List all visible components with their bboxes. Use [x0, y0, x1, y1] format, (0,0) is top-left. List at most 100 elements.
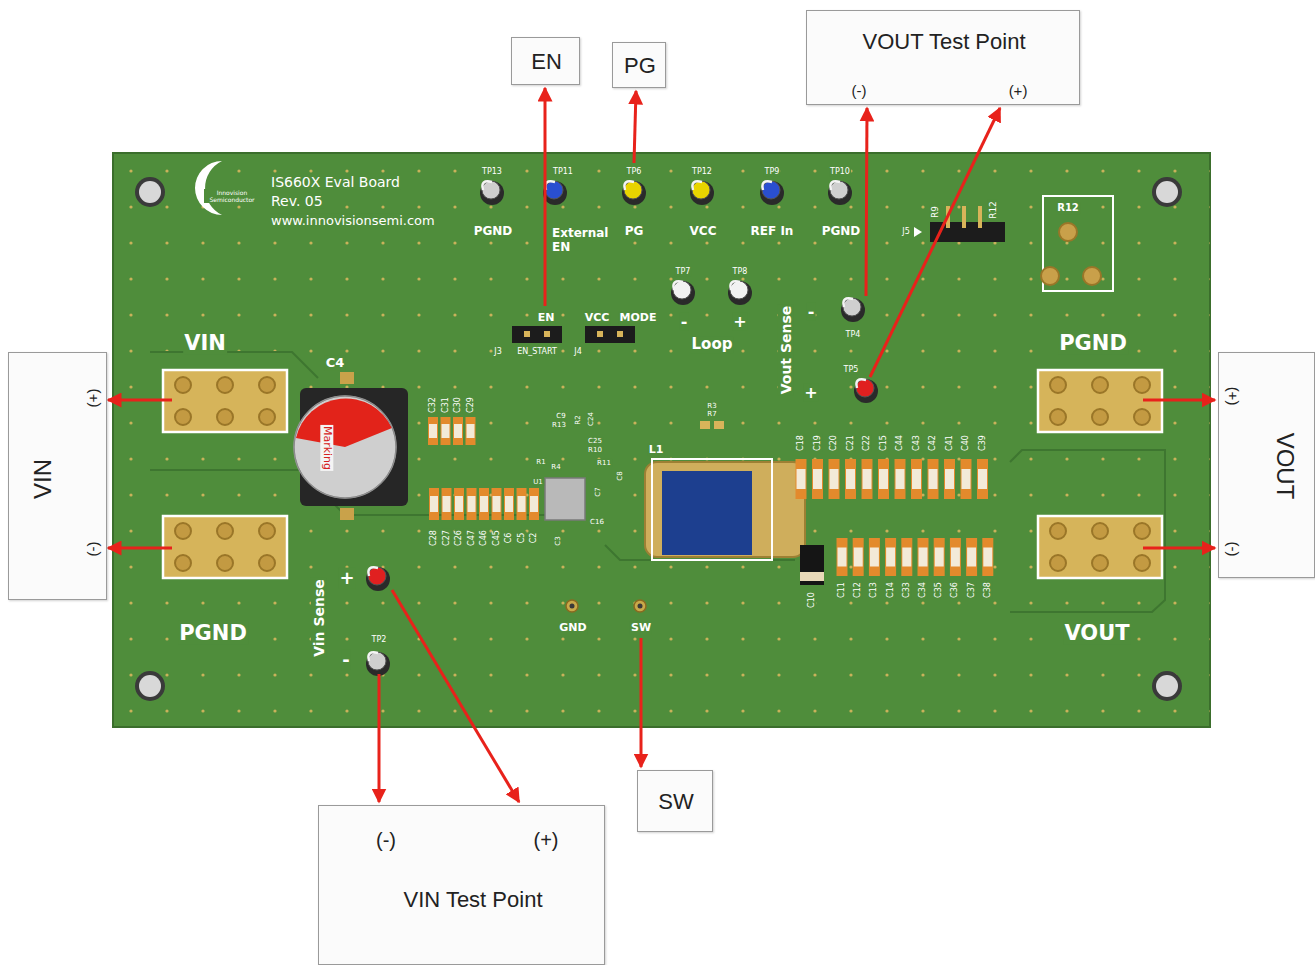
leader-arrow [640, 638, 643, 767]
callout-text: (-) [85, 542, 102, 557]
ceramic-capacitor [468, 496, 476, 512]
ceramic-capacitor [813, 469, 822, 489]
silkscreen-label: C37 [967, 581, 976, 599]
ceramic-capacitor [505, 496, 513, 512]
power-inductor [662, 471, 752, 555]
terminal-pad [217, 377, 233, 393]
callout-text: (+) [1009, 83, 1028, 100]
mounting-hole [135, 671, 165, 701]
callout-box: PG [612, 42, 666, 88]
power-inductor [652, 459, 772, 560]
silkscreen-label: - [680, 313, 689, 331]
test-point [762, 181, 772, 190]
callout-box: EN [511, 37, 580, 85]
test-point [856, 379, 866, 388]
silkscreen-label: C27 [442, 529, 451, 547]
silkscreen-label: EN_START [516, 347, 558, 356]
mounting-hole [1156, 181, 1178, 203]
silkscreen-label: C19 [813, 434, 822, 452]
ceramic-capacitor [896, 469, 905, 489]
callout-text: (+) [534, 829, 559, 851]
mounting-hole [139, 675, 161, 697]
ceramic-capacitor [529, 488, 539, 520]
ceramic-capacitor [895, 459, 906, 499]
terminal-pad [1134, 523, 1150, 539]
silkscreen-label: VIN [183, 331, 227, 355]
test-point [854, 379, 878, 403]
ceramic-capacitor [455, 496, 463, 512]
ceramic-capacitor [854, 548, 863, 567]
leader-arrow [544, 88, 547, 306]
test-point [482, 181, 492, 190]
silkscreen-label: www.innovisionsemi.com [270, 214, 436, 229]
callout-text: PG [624, 54, 656, 78]
electrolytic-capacitor [294, 396, 396, 498]
silkscreen-label: C2 [529, 532, 538, 545]
pin-header [914, 227, 922, 237]
ceramic-capacitor [830, 469, 839, 489]
test-point [762, 181, 780, 199]
pcb-board [113, 153, 1210, 727]
terminal-pad [217, 523, 233, 539]
terminal-pad [1050, 377, 1066, 393]
electrolytic-capacitor [340, 508, 354, 520]
terminal-pad [1134, 377, 1150, 393]
silkscreen-label: PG [624, 225, 645, 239]
test-point [730, 281, 748, 299]
test-point [482, 181, 500, 199]
test-point [692, 181, 710, 199]
terminal-pad [175, 555, 191, 571]
ceramic-capacitor [928, 459, 939, 499]
terminal-pad [175, 377, 191, 393]
ceramic-capacitor [466, 417, 476, 445]
resistor-footprint [1059, 223, 1077, 241]
terminal-pad [163, 370, 1162, 578]
ceramic-capacitor [429, 488, 439, 520]
terminal-pad [1050, 555, 1066, 571]
silkscreen-label: C21 [846, 434, 855, 452]
regulator-chip [545, 478, 585, 520]
ceramic-capacitor [428, 417, 993, 576]
test-point [843, 298, 861, 316]
leader-arrow [392, 590, 519, 802]
ceramic-capacitor [454, 488, 464, 520]
test-point [543, 181, 567, 205]
silkscreen-label: + [338, 568, 355, 589]
callout-box: SW [637, 770, 713, 832]
ceramic-capacitor [441, 417, 451, 445]
silkscreen-label: C3 [554, 535, 562, 546]
silkscreen-label: C33 [902, 581, 911, 599]
silkscreen-label: Marking [321, 425, 334, 471]
ceramic-capacitor [966, 538, 977, 576]
silkscreen-label: C30 [453, 396, 462, 414]
silkscreen-label: C4 [325, 356, 346, 371]
silkscreen-label: Loop [691, 336, 734, 353]
callout-text: (+) [1225, 387, 1242, 406]
terminal-pad [163, 516, 287, 578]
ceramic-capacitor [796, 459, 807, 499]
mounting-hole [1152, 671, 1182, 701]
silkscreen-label: C36 [951, 581, 960, 599]
ceramic-capacitor [878, 459, 889, 499]
silkscreen-label: R1 [535, 458, 546, 466]
test-point [368, 567, 378, 576]
silkscreen-label: R12 [1056, 202, 1080, 214]
silkscreen-label: C24 [587, 411, 595, 427]
pin-header [585, 326, 635, 343]
silkscreen-label: + [803, 384, 818, 402]
silkscreen-label: TP8 [732, 267, 749, 276]
resistor-footprint [1041, 267, 1059, 285]
mounting-hole [1152, 177, 1182, 207]
silkscreen-label: C11 [837, 581, 846, 599]
ceramic-capacitor [870, 548, 879, 567]
mounting-hole [139, 181, 161, 203]
regulator-chip [714, 421, 724, 429]
pin-header [978, 206, 982, 228]
test-point [368, 567, 386, 585]
ceramic-capacitor [944, 459, 955, 499]
terminal-pad [1134, 555, 1150, 571]
ceramic-capacitor [492, 488, 502, 520]
pin-header [962, 206, 966, 228]
ceramic-capacitor [442, 424, 450, 438]
